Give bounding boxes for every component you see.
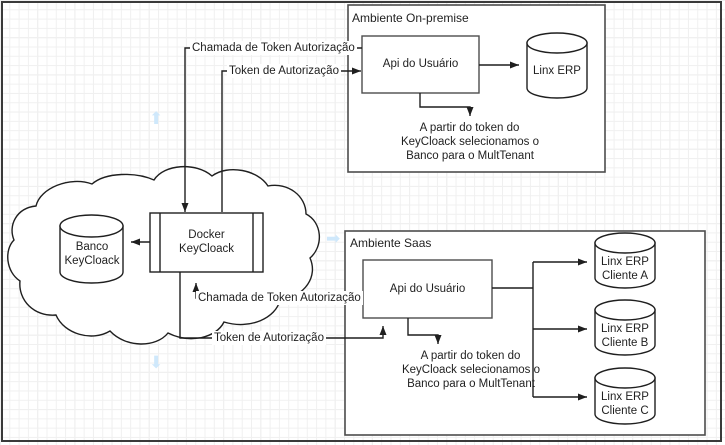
node-api-saas[interactable] — [362, 259, 493, 319]
node-label-linx-cliente-a-line2: Cliente A — [601, 270, 649, 282]
node-label-banco-keycloack-line1: Banco — [75, 241, 109, 253]
note-saas-line3: Banco para o MultTenant — [407, 378, 535, 390]
edge-label-token-autorizacao-bottom: Token de Autorização — [212, 331, 326, 345]
container-title-on-premise: Ambiente On-premise — [352, 11, 469, 25]
edge-api-onprem-to-note — [419, 93, 474, 116]
node-label-banco-keycloack-line2: KeyCloack — [64, 255, 120, 267]
marker-right-icon[interactable]: ➡ — [326, 229, 341, 248]
marker-down-icon[interactable]: ⬇ — [149, 353, 164, 372]
node-label-api-saas: Api do Usuário — [389, 283, 466, 295]
node-label-linx-cliente-a-line1: Linx ERP — [601, 256, 649, 268]
node-linx-cliente-b[interactable] — [594, 299, 656, 356]
node-api-onprem[interactable] — [361, 35, 480, 94]
node-label-linx-cliente-c-line2: Cliente C — [601, 405, 649, 417]
node-label-docker-keycloack-line2: KeyCloack — [179, 243, 234, 255]
node-banco-keycloack[interactable] — [59, 214, 124, 284]
edge-api-saas-to-note — [407, 318, 442, 344]
edge-label-chamada-token-bottom: Chamada de Token Autorização — [196, 291, 363, 305]
edge-label-chamada-token-top: Chamada de Token Autorização — [190, 41, 357, 55]
node-linx-cliente-a[interactable] — [594, 232, 656, 289]
marker-up-icon[interactable]: ⬆ — [149, 109, 164, 128]
node-label-linx-cliente-b-line1: Linx ERP — [601, 323, 649, 335]
node-linx-erp[interactable] — [526, 32, 588, 99]
note-saas-line1: A partir do token do — [420, 350, 521, 362]
edge-label-token-autorizacao-top: Token de Autorização — [227, 64, 341, 78]
node-label-linx-erp: Linx ERP — [533, 65, 581, 77]
note-saas-line2: KeyCloack selecionamos o — [401, 364, 541, 376]
node-label-linx-cliente-b-line2: Cliente B — [601, 337, 649, 349]
note-on-premise-line3: Banco para o MultTenant — [406, 150, 534, 162]
container-title-saas: Ambiente Saas — [350, 236, 432, 250]
node-label-api-onprem: Api do Usuário — [382, 58, 459, 70]
node-label-linx-cliente-c-line1: Linx ERP — [601, 391, 649, 403]
note-on-premise-line2: KeyCloack selecionamos o — [400, 136, 540, 148]
note-on-premise-line1: A partir do token do — [419, 122, 520, 134]
node-linx-cliente-c[interactable] — [594, 367, 656, 425]
edge-api-saas-to-clients — [492, 258, 587, 401]
node-label-docker-keycloack-line1: Docker — [188, 229, 225, 241]
